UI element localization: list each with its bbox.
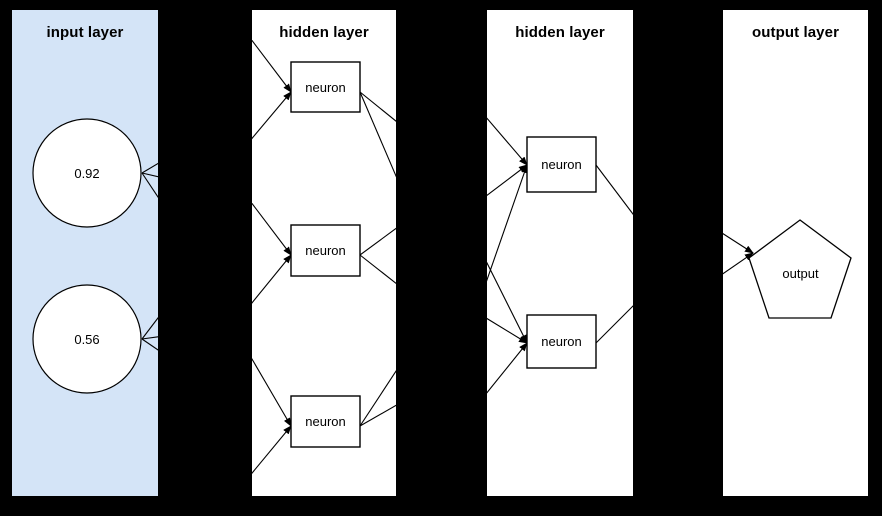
- layer-title-hidden-1: hidden layer: [279, 24, 369, 41]
- outgoing-edges-hidden-1: [359, 91, 396, 427]
- layer-title-input: input layer: [46, 24, 124, 41]
- layer-hidden-2[interactable]: hidden layer ne: [487, 10, 633, 496]
- hidden1-neuron-1: [290, 61, 361, 113]
- output-layer-graphics: [723, 219, 852, 319]
- edges-from-input-node-1: [141, 162, 158, 198]
- hidden-layer-2-graphics: [487, 117, 633, 394]
- incoming-edges-hidden-1: [252, 39, 292, 474]
- hidden1-neuron-2: [290, 224, 361, 277]
- hidden1-neuron-3: [290, 395, 361, 448]
- layer-hidden-1[interactable]: hidden layer: [252, 10, 396, 496]
- input-node-2: [32, 284, 142, 394]
- input-layer-graphics: [32, 118, 158, 394]
- input-node-1: [32, 118, 142, 228]
- output-node: [748, 219, 852, 319]
- hidden2-neuron-1: [526, 136, 597, 193]
- outgoing-edges-hidden-2: [595, 164, 633, 344]
- hidden2-neuron-2: [526, 314, 597, 369]
- edges-from-input-node-2: [141, 316, 158, 351]
- incoming-edges-hidden-2: [487, 117, 528, 394]
- layer-input[interactable]: input layer 0.92 0.56: [12, 10, 158, 496]
- hidden-layer-1-graphics: [252, 39, 396, 474]
- layer-output[interactable]: output layer output: [723, 10, 868, 496]
- layer-title-output: output layer: [751, 24, 840, 41]
- incoming-edges-output: [723, 233, 754, 275]
- layer-title-hidden-2: hidden layer: [515, 24, 605, 41]
